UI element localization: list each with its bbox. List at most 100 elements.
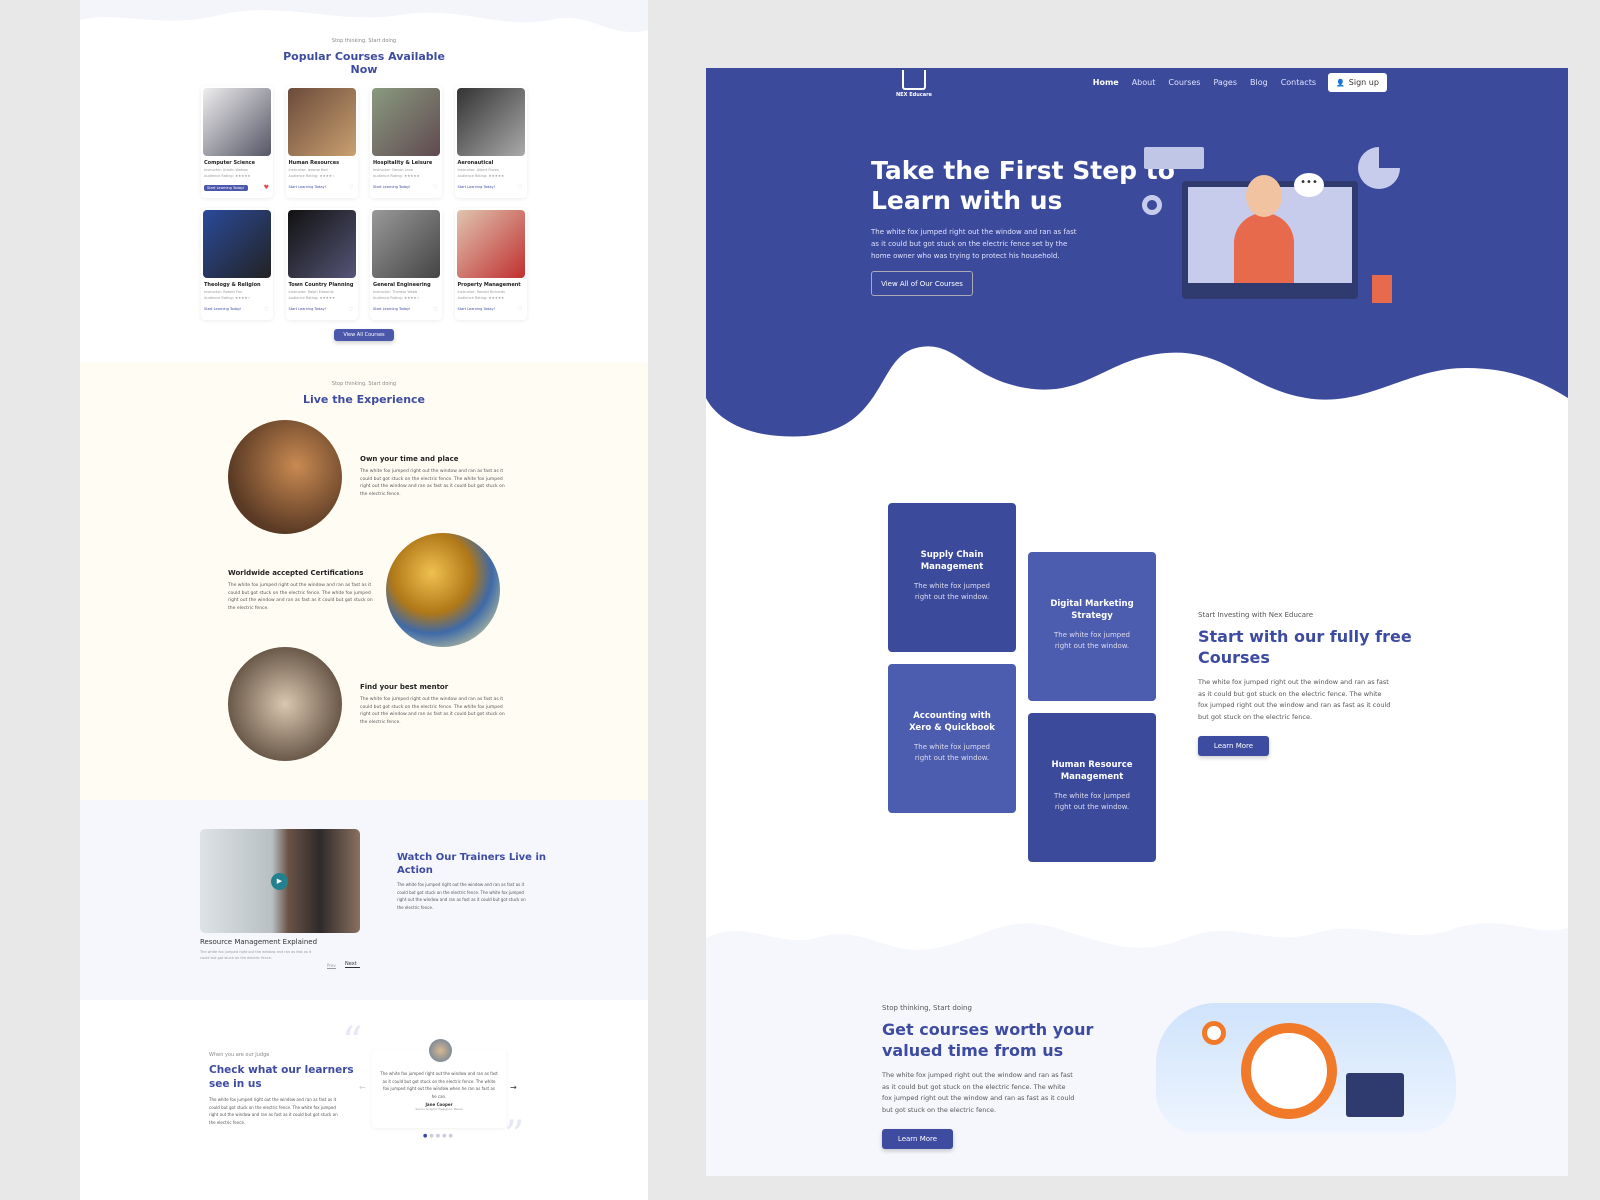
course-rating: Audience Rating: ★★★★★ xyxy=(457,296,505,300)
course-card[interactable]: Hospitality & Leisure Instructor: Devon … xyxy=(370,86,442,198)
nav-home[interactable]: Home xyxy=(1092,78,1119,87)
course-title: Town Country Planning xyxy=(288,282,354,288)
hero-text: The white fox jumped right out the windo… xyxy=(871,228,1077,260)
start-learning-link[interactable]: Start Learning Today! xyxy=(288,307,327,311)
feature-title: Find your best mentor xyxy=(360,683,449,691)
clock-illustration xyxy=(1146,993,1466,1153)
course-title: General Engineering xyxy=(373,282,431,288)
free-text: The white fox jumped right out the windo… xyxy=(1198,678,1391,721)
nav-courses[interactable]: Courses xyxy=(1168,78,1201,87)
course-card[interactable]: Town Country Planning Instructor: Ralph … xyxy=(285,208,358,320)
heart-icon[interactable]: ♡ xyxy=(263,306,269,313)
signup-button[interactable]: 👤Sign up xyxy=(1328,73,1387,92)
mentor-image xyxy=(228,647,342,761)
feature-text: The white fox jumped right out the windo… xyxy=(228,583,373,611)
nav-about[interactable]: About xyxy=(1131,78,1156,87)
course-title: Property Management xyxy=(457,282,521,288)
nav-blog[interactable]: Blog xyxy=(1250,78,1268,87)
brand-name[interactable]: NEX Educare xyxy=(896,92,932,98)
worth-eyebrow: Stop thinking, Start doing xyxy=(882,1004,972,1012)
course-card[interactable]: Computer Science Instructor: Kristin Wat… xyxy=(201,86,273,198)
heart-icon[interactable]: ♡ xyxy=(432,306,438,313)
arrow-left-icon[interactable]: ← xyxy=(359,1083,366,1092)
feature-text: The white fox jumped right out the windo… xyxy=(360,697,505,725)
worth-title: Get courses worth your valued time from … xyxy=(882,1020,1094,1060)
experience-eyebrow: Stop thinking. Start doing xyxy=(331,381,397,387)
nav-contacts[interactable]: Contacts xyxy=(1280,78,1316,87)
learn-more-button[interactable]: Learn More xyxy=(882,1129,953,1149)
feature-title: Worldwide accepted Certifications xyxy=(228,569,364,577)
course-instructor: Instructor: Robert Fox xyxy=(204,290,242,294)
quote-close-icon: ” xyxy=(504,1113,525,1159)
course-image xyxy=(287,210,356,278)
heart-icon[interactable]: ♡ xyxy=(432,184,438,191)
heart-icon[interactable]: ♡ xyxy=(517,306,523,313)
play-icon[interactable]: ▶ xyxy=(271,873,288,890)
courses-eyebrow: Stop thinking. Start doing xyxy=(331,38,397,44)
course-image xyxy=(203,210,271,278)
course-card[interactable]: General Engineering Instructor: Theresa … xyxy=(370,208,442,320)
course-instructor: Instructor: Jerome Bell xyxy=(288,168,328,172)
quote-open-icon: “ xyxy=(342,1019,363,1065)
user-icon: 👤 xyxy=(1336,78,1345,87)
worth-text: The white fox jumped right out the windo… xyxy=(882,1071,1075,1114)
course-image xyxy=(372,88,440,156)
next-button[interactable]: Next xyxy=(345,961,360,968)
view-all-courses-button[interactable]: View All Courses xyxy=(334,329,394,341)
carousel-dots[interactable]: ●●●●● xyxy=(423,1133,455,1139)
start-learning-link[interactable]: Start Learning Today! xyxy=(457,185,496,189)
course-instructor: Instructor: Devon Lane xyxy=(373,168,414,172)
free-title: Start with our fully free Courses xyxy=(1198,627,1412,667)
course-image xyxy=(456,210,525,278)
course-title: Theology & Religion xyxy=(204,282,261,288)
start-learning-link[interactable]: Start Learning Today! xyxy=(204,307,242,311)
testimonial-avatar xyxy=(429,1039,452,1062)
course-rating: Audience Rating: ★★★★☆ xyxy=(204,296,251,300)
heart-icon[interactable]: ♡ xyxy=(517,184,523,191)
video-text: The white fox jumped right out the windo… xyxy=(397,882,526,910)
course-rating: Audience Rating: ★★★★★ xyxy=(204,174,251,178)
course-image xyxy=(372,210,440,278)
hero-title: Take the First Step to Learn with us xyxy=(871,156,1175,215)
start-learning-link[interactable]: Start Learning Today! xyxy=(373,185,411,189)
start-learning-link[interactable]: Start Learning Today! xyxy=(373,307,411,311)
course-card[interactable]: Theology & Religion Instructor: Robert F… xyxy=(201,208,273,320)
course-rating: Audience Rating: ★★★★★ xyxy=(373,174,420,178)
testimonial-quote: The white fox jumped right out the windo… xyxy=(380,1071,498,1099)
heart-icon[interactable]: ♡ xyxy=(348,306,354,313)
course-card[interactable]: Human Resources Instructor: Jerome Bell … xyxy=(285,86,358,198)
video-title: Watch Our Trainers Live in Action xyxy=(397,852,546,876)
course-image xyxy=(456,88,525,156)
own-time-image xyxy=(228,420,342,534)
course-card[interactable]: Aeronautical Instructor: Albert Flores A… xyxy=(454,86,527,198)
start-learning-link[interactable]: Start Learning Today! xyxy=(204,185,248,191)
start-learning-link[interactable]: Start Learning Today! xyxy=(457,307,496,311)
hero-illustration: ••• xyxy=(1134,143,1414,305)
video-thumbnail[interactable]: ▶ xyxy=(200,829,360,933)
course-title: Aeronautical xyxy=(457,160,494,166)
courses-title: Popular Courses Available Now xyxy=(283,50,445,76)
certification-image xyxy=(386,533,500,647)
courses-page: Stop thinking. Start doing Popular Cours… xyxy=(80,0,648,1200)
view-all-courses-button[interactable]: View All of Our Courses xyxy=(871,271,973,296)
course-image xyxy=(203,88,271,156)
course-rating: Audience Rating: ★★★★☆ xyxy=(373,296,420,300)
heart-icon[interactable]: ♥ xyxy=(263,184,269,191)
course-image xyxy=(287,88,356,156)
top-wave xyxy=(80,0,648,33)
learn-more-button[interactable]: Learn More xyxy=(1198,736,1269,756)
course-card[interactable]: Property Management Instructor: Ronald R… xyxy=(454,208,527,320)
testimonial-name: Jane Cooper xyxy=(425,1102,453,1107)
video-caption-text: The white fox jumped right out the windo… xyxy=(200,950,312,960)
testimonial-title: Check what our learners see in us xyxy=(209,1064,354,1090)
heart-icon[interactable]: ♡ xyxy=(348,184,354,191)
video-caption: Resource Management Explained xyxy=(200,938,318,946)
nav-pages[interactable]: Pages xyxy=(1213,78,1238,87)
arrow-right-icon[interactable]: → xyxy=(510,1083,517,1092)
start-learning-link[interactable]: Start Learning Today! xyxy=(288,185,327,189)
prev-button[interactable]: Prev xyxy=(327,963,336,969)
